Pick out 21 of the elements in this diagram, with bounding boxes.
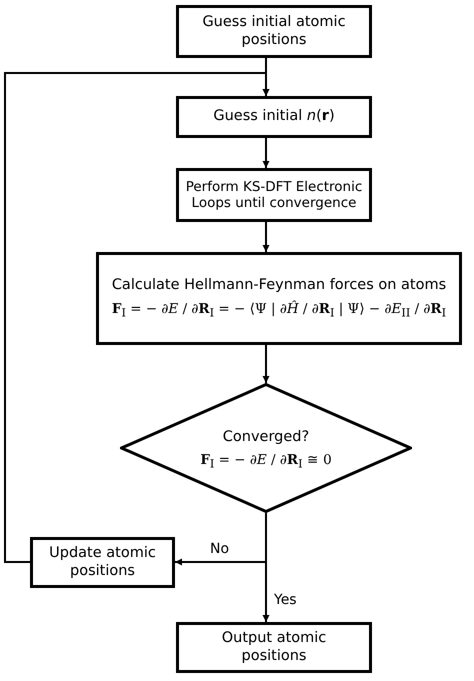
process-box — [176, 168, 372, 222]
process-box — [96, 252, 462, 345]
process-box — [176, 96, 372, 138]
arrow — [262, 345, 270, 383]
box-label: Update atomic positions — [48, 545, 157, 580]
box-label: Output atomic positions — [220, 630, 328, 665]
process-box — [176, 622, 372, 673]
box-label: Perform KS-DFT Electronic Loops until convergence — [184, 178, 364, 212]
arrow — [262, 138, 270, 168]
formula: F$_{I}$ = − ∂E / ∂R$_{I}$ = − ⟨Ψ | ∂Ĥ / ∂R$_{I}$ | Ψ⟩ − ∂E$_{II}$ / ∂R$_{I}$ — [112, 300, 446, 320]
process-box — [30, 537, 175, 588]
box-label: Guess initial n(r) — [213, 108, 335, 126]
process-box — [176, 5, 372, 58]
box-label: Converged? — [222, 428, 310, 446]
decision-diamond — [120, 383, 412, 513]
formula: F$_{I}$ = − ∂E / ∂R$_{I}$ ≅ 0 — [200, 452, 332, 472]
arrow — [262, 513, 270, 622]
box-label: Calculate Hellmann-Feynman forces on atoms — [112, 277, 446, 295]
arrow — [262, 222, 270, 252]
arrow — [4, 72, 270, 563]
box-label: Guess initial atomic positions — [201, 14, 347, 49]
